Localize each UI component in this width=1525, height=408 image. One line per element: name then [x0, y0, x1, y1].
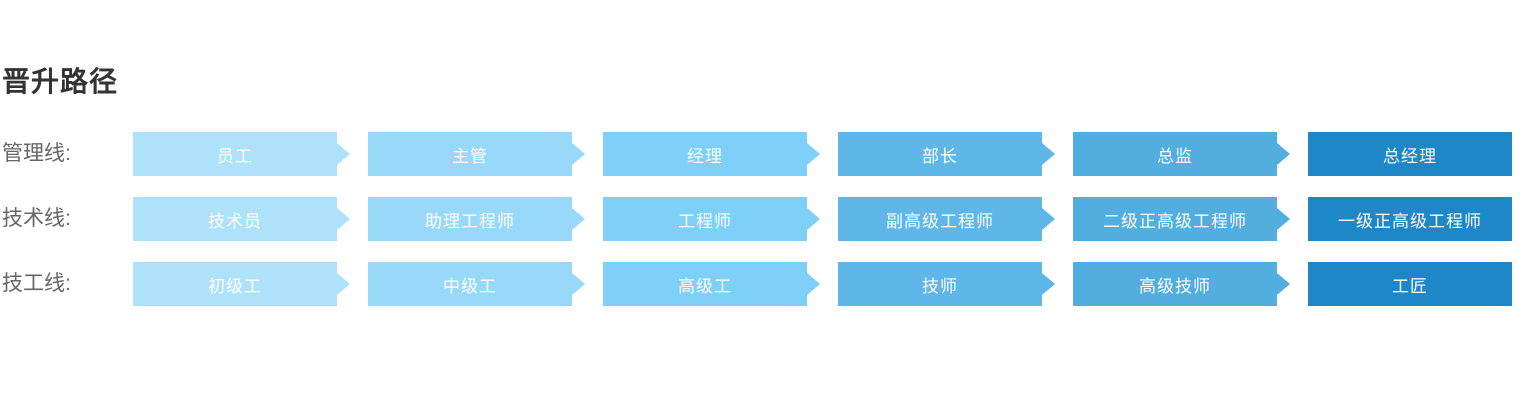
row-skilled-worker-line: 技工线: 初级工 中级工 高级工 技师 高级技师 工匠 — [0, 262, 1525, 306]
step-box: 经理 — [603, 132, 820, 176]
arrow-right-icon — [807, 143, 820, 165]
step-box: 部长 — [838, 132, 1055, 176]
step-box: 一级正高级工程师 — [1308, 197, 1512, 241]
step-box: 技师 — [838, 262, 1055, 306]
arrow-right-icon — [337, 143, 350, 165]
row-label: 技术线: — [2, 207, 71, 230]
row-management-line: 管理线: 员工 主管 经理 部长 总监 总经理 — [0, 132, 1525, 176]
step-box: 二级正高级工程师 — [1073, 197, 1290, 241]
step-box: 副高级工程师 — [838, 197, 1055, 241]
step-box: 中级工 — [368, 262, 585, 306]
arrow-right-icon — [572, 273, 585, 295]
row-label: 管理线: — [2, 142, 71, 165]
arrow-right-icon — [1277, 143, 1290, 165]
step-box: 技术员 — [133, 197, 350, 241]
arrow-right-icon — [1277, 273, 1290, 295]
arrow-right-icon — [1042, 273, 1055, 295]
step-box: 初级工 — [133, 262, 350, 306]
row-label: 技工线: — [2, 272, 71, 295]
arrow-right-icon — [572, 208, 585, 230]
step-box: 工程师 — [603, 197, 820, 241]
row-technical-line: 技术线: 技术员 助理工程师 工程师 副高级工程师 二级正高级工程师 一级正高级… — [0, 197, 1525, 241]
arrow-right-icon — [1042, 143, 1055, 165]
steps-track: 初级工 中级工 高级工 技师 高级技师 工匠 — [133, 262, 1512, 306]
step-box: 高级工 — [603, 262, 820, 306]
step-box: 总监 — [1073, 132, 1290, 176]
step-box: 员工 — [133, 132, 350, 176]
step-box: 工匠 — [1308, 262, 1512, 306]
step-box: 助理工程师 — [368, 197, 585, 241]
arrow-right-icon — [337, 208, 350, 230]
arrow-right-icon — [572, 143, 585, 165]
arrow-right-icon — [1277, 208, 1290, 230]
arrow-right-icon — [337, 273, 350, 295]
arrow-right-icon — [807, 208, 820, 230]
steps-track: 员工 主管 经理 部长 总监 总经理 — [133, 132, 1512, 176]
arrow-right-icon — [1042, 208, 1055, 230]
step-box: 主管 — [368, 132, 585, 176]
steps-track: 技术员 助理工程师 工程师 副高级工程师 二级正高级工程师 一级正高级工程师 — [133, 197, 1512, 241]
page-title: 晋升路径 — [2, 66, 119, 97]
arrow-right-icon — [807, 273, 820, 295]
step-box: 高级技师 — [1073, 262, 1290, 306]
step-box: 总经理 — [1308, 132, 1512, 176]
